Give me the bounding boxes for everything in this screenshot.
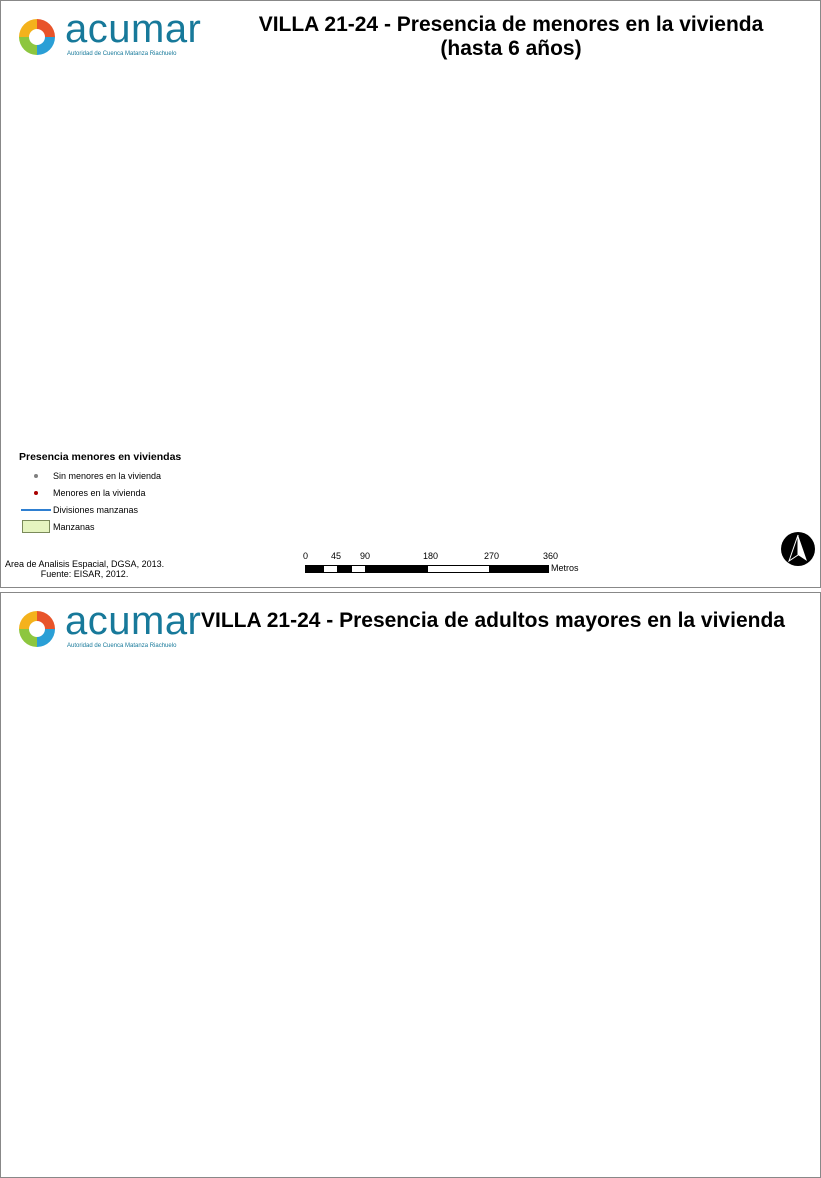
logo-subtitle: Autoridad de Cuenca Matanza Riachuelo: [67, 51, 177, 57]
legend-line-label: Divisiones manzanas: [53, 504, 139, 515]
scale-tick-270: 270: [484, 551, 500, 561]
legend-area-label: Manzanas: [53, 521, 95, 532]
scale-tick-45: 45: [331, 551, 342, 561]
legend-item-red: Menores en la vivienda: [19, 484, 181, 501]
logo-brand: acumar: [65, 599, 202, 643]
acumar-logo-icon: [17, 609, 57, 649]
map-title-line2: (hasta 6 años): [440, 37, 582, 60]
map-panel-elderly: acumar Autoridad de Cuenca Matanza Riach…: [0, 592, 821, 1178]
legend-item-gray: Sin menores en la vivienda: [19, 467, 181, 484]
legend-red-label: Menores en la vivienda: [53, 487, 146, 498]
acumar-logo: acumar Autoridad de Cuenca Matanza Riach…: [15, 7, 201, 61]
logo-brand: acumar: [65, 7, 202, 51]
map-panel-minors: acumar Autoridad de Cuenca Matanza Riach…: [0, 0, 821, 588]
scale-tick-360: 360: [543, 551, 559, 561]
green-box-icon: [22, 520, 50, 533]
north-arrow-icon: [780, 531, 816, 567]
acumar-logo-icon: [17, 17, 57, 57]
gray-dot-icon: [34, 473, 38, 478]
scale-tick-180: 180: [423, 551, 439, 561]
legend-gray-label: Sin menores en la vivienda: [53, 470, 162, 481]
credit-line2: Fuente: EISAR, 2012.: [40, 569, 129, 579]
map-legend: Presencia menores en viviendas Sin menor…: [19, 451, 181, 535]
logo-subtitle: Autoridad de Cuenca Matanza Riachuelo: [67, 643, 177, 649]
scale-unit: Metros: [551, 563, 579, 573]
map-title: VILLA 21-24 - Presencia de adultos mayor…: [201, 609, 820, 633]
legend-item-line: Divisiones manzanas: [19, 501, 181, 518]
acumar-logo: acumar Autoridad de Cuenca Matanza Riach…: [15, 599, 201, 653]
legend-item-area: Manzanas: [19, 518, 181, 535]
map-title-line1: VILLA 21-24 - Presencia de menores en la…: [258, 13, 764, 36]
credit-line1: Area de Analisis Espacial, DGSA, 2013.: [5, 559, 165, 569]
red-dot-icon: [34, 490, 38, 495]
legend-heading: Presencia menores en viviendas: [19, 451, 182, 463]
map-credit: Area de Analisis Espacial, DGSA, 2013. F…: [5, 559, 164, 579]
scale-tick-90: 90: [360, 551, 371, 561]
map-canvas: [1, 593, 820, 1177]
scale-tick-0: 0: [303, 551, 309, 561]
scale-bar: 0 45 90 180 270 360 Metros: [301, 551, 601, 581]
map-title: VILLA 21-24 - Presencia de menores en la…: [201, 13, 820, 61]
blue-line-icon: [21, 508, 51, 511]
map-title-line1: VILLA 21-24 - Presencia de adultos mayor…: [201, 609, 785, 632]
